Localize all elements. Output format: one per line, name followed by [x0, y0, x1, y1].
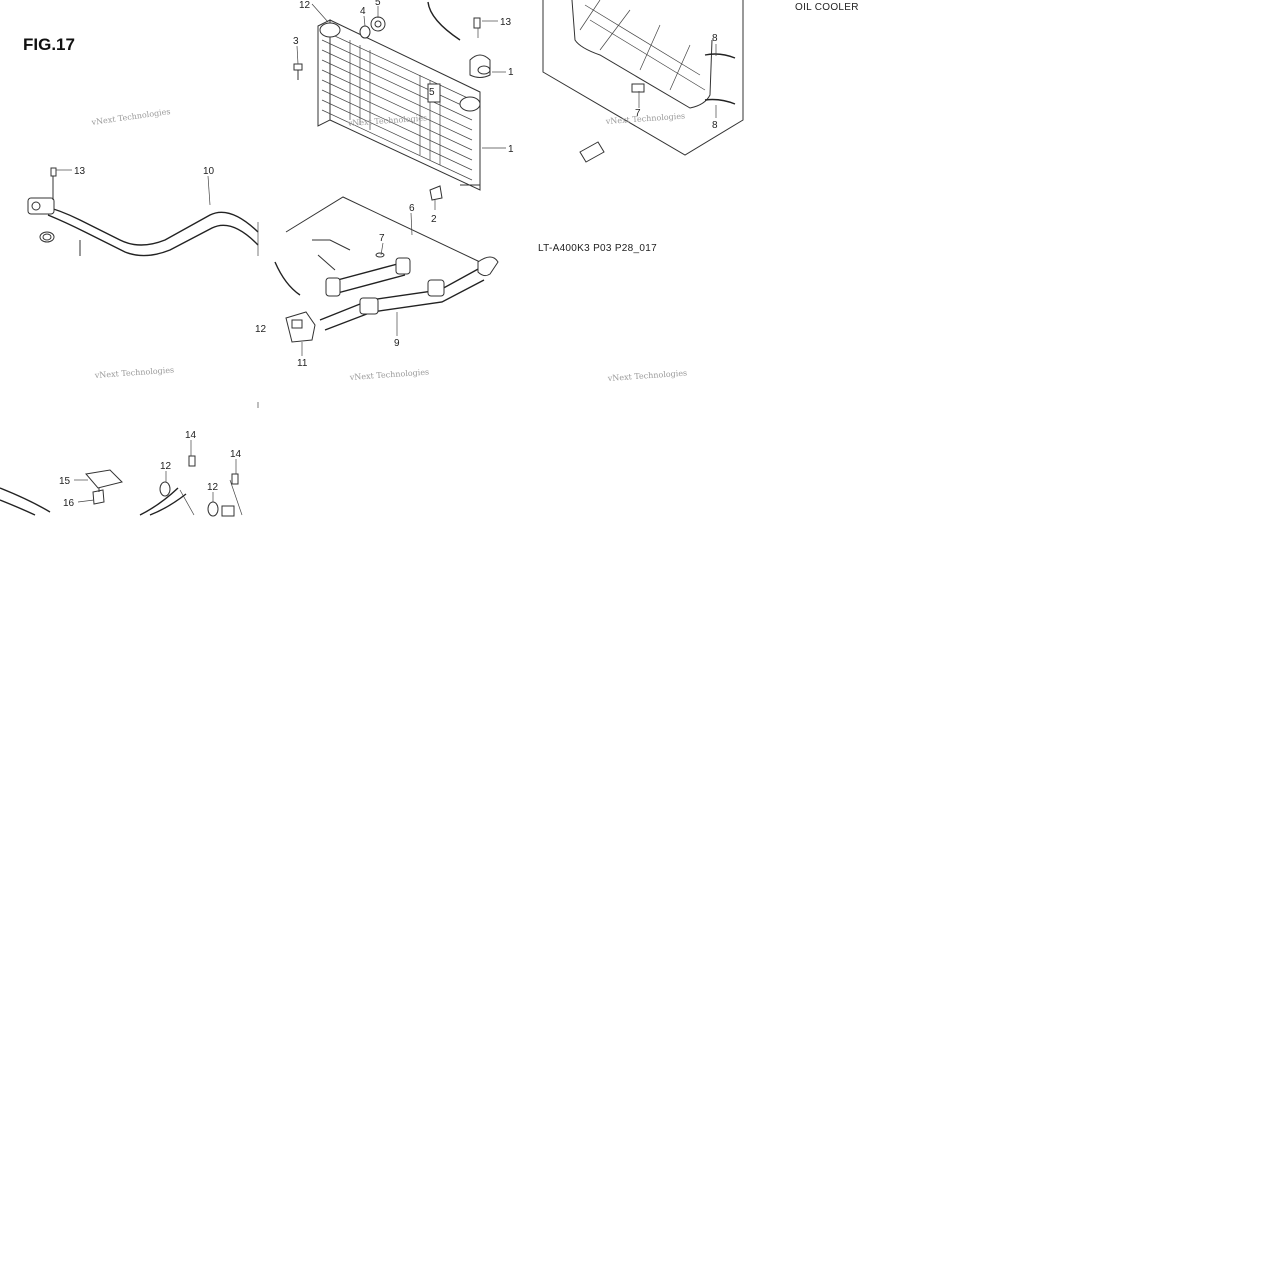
callout-7: 7 [379, 233, 385, 244]
center-hose-assembly [274, 196, 499, 343]
callout-13: 13 [500, 17, 512, 28]
callout-14: 14 [185, 430, 197, 441]
callout-4: 4 [360, 6, 366, 17]
callout-12: 12 [207, 482, 219, 493]
callout-2: 2 [431, 214, 437, 225]
callout-7: 7 [635, 108, 641, 119]
oil-cooler-core [317, 19, 481, 191]
svg-text:vNext Technologies: vNext Technologies [90, 107, 171, 127]
svg-text:vNext Technologies: vNext Technologies [94, 365, 175, 380]
leader-lines [56, 3, 717, 503]
callout-12: 12 [299, 0, 311, 11]
callout-11: 11 [297, 358, 308, 369]
svg-text:vNext Technologies: vNext Technologies [349, 367, 430, 382]
callout-1: 1 [508, 67, 514, 78]
callout-16: 16 [63, 498, 75, 509]
callout-8: 8 [712, 120, 718, 131]
hose-assembly-left [27, 167, 259, 257]
callout-9: 9 [394, 338, 400, 349]
callout-3: 3 [293, 36, 299, 47]
callout-6: 6 [409, 203, 415, 214]
section-name: OIL COOLER [795, 2, 859, 13]
callout-15: 15 [59, 476, 71, 487]
svg-text:vNext Technologies: vNext Technologies [347, 113, 428, 128]
svg-text:vNext Technologies: vNext Technologies [605, 111, 686, 126]
callout-14: 14 [230, 449, 242, 460]
callout-numbers: 12 4 5 3 13 1 5 1 2 6 7 12 9 11 8 8 7 13… [59, 0, 718, 509]
callout-12: 12 [255, 324, 267, 335]
callout-5: 5 [429, 87, 435, 98]
figure-title: FIG.17 [23, 35, 75, 54]
cooler-hardware [293, 1, 491, 201]
drawing-code: LT-A400K3 P03 P28_017 [538, 243, 657, 254]
callout-13: 13 [74, 166, 86, 177]
lower-left-assembly [0, 455, 243, 517]
callout-8: 8 [712, 33, 718, 44]
cooler-cover [542, 0, 744, 163]
callout-10: 10 [203, 166, 215, 177]
svg-text:vNext Technologies: vNext Technologies [607, 368, 688, 383]
callout-12: 12 [160, 461, 172, 472]
callout-1: 1 [508, 144, 514, 155]
callout-5: 5 [375, 0, 381, 8]
